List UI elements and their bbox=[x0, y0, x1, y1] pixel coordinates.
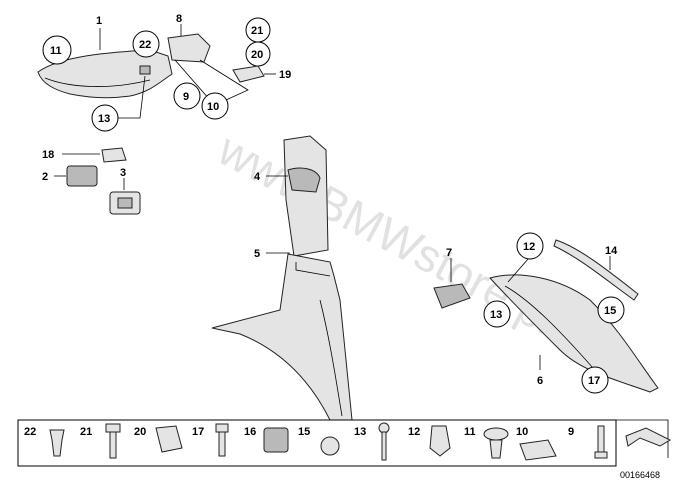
svg-text:13: 13 bbox=[354, 426, 366, 438]
svg-text:20: 20 bbox=[134, 426, 146, 438]
b-pillar-lower: 5 bbox=[211, 248, 353, 421]
direction-arrow-icon bbox=[625, 427, 672, 447]
svg-text:15: 15 bbox=[298, 426, 310, 438]
svg-text:10: 10 bbox=[516, 426, 528, 438]
callout-19: 19 bbox=[279, 69, 291, 81]
svg-text:13: 13 bbox=[490, 309, 502, 321]
callout-10: 10 bbox=[201, 92, 229, 120]
callout-20: 20 bbox=[245, 41, 271, 67]
svg-text:21: 21 bbox=[80, 426, 92, 438]
switch-3: 3 bbox=[109, 167, 141, 215]
callout-3: 3 bbox=[120, 167, 126, 179]
svg-text:12: 12 bbox=[523, 241, 535, 253]
strip-item-11: 11 bbox=[464, 426, 509, 459]
strip-item-21: 21 bbox=[80, 423, 121, 459]
watermark: www.BMWstore.pl bbox=[209, 122, 564, 344]
svg-text:12: 12 bbox=[408, 426, 420, 438]
clip-19: 19 bbox=[232, 65, 291, 83]
strip-item-16: 16 bbox=[244, 426, 289, 453]
b-pillar-upper: 4 bbox=[254, 135, 329, 257]
svg-text:1: 1 bbox=[96, 15, 102, 27]
callout-2: 2 bbox=[42, 171, 48, 183]
svg-text:15: 15 bbox=[604, 305, 616, 317]
svg-text:17: 17 bbox=[588, 375, 600, 387]
callout-5: 5 bbox=[254, 248, 260, 260]
callout-8: 8 bbox=[176, 13, 182, 25]
callout-9: 9 bbox=[173, 82, 201, 110]
svg-text:22: 22 bbox=[139, 39, 151, 51]
strip-item-20: 20 bbox=[134, 425, 183, 453]
callout-4: 4 bbox=[254, 171, 261, 183]
strip-item-15: 15 bbox=[298, 426, 340, 456]
svg-text:21: 21 bbox=[251, 25, 263, 37]
strip-item-22: 22 bbox=[24, 426, 65, 457]
callout-1: 1 bbox=[96, 15, 102, 27]
svg-text:10: 10 bbox=[207, 101, 219, 113]
callout-21: 21 bbox=[245, 17, 271, 43]
bracket-8 bbox=[167, 24, 249, 101]
callout-13: 13 bbox=[91, 75, 146, 132]
callout-13b: 13 bbox=[483, 300, 511, 328]
svg-text:22: 22 bbox=[24, 426, 36, 438]
grille-7: 7 bbox=[433, 247, 471, 309]
svg-text:20: 20 bbox=[251, 49, 263, 61]
svg-text:9: 9 bbox=[183, 91, 189, 103]
callout-17: 17 bbox=[581, 366, 609, 394]
strip-item-10: 10 bbox=[516, 426, 557, 461]
svg-text:11: 11 bbox=[464, 426, 476, 438]
callout-14: 14 bbox=[605, 245, 618, 257]
callout-7: 7 bbox=[446, 247, 452, 259]
callout-12: 12 bbox=[507, 232, 544, 283]
strip-item-12: 12 bbox=[408, 425, 451, 457]
svg-text:16: 16 bbox=[244, 426, 256, 438]
callout-22: 22 bbox=[132, 30, 160, 58]
svg-text:9: 9 bbox=[568, 426, 574, 438]
strip-item-17: 17 bbox=[192, 423, 229, 457]
svg-text:17: 17 bbox=[192, 426, 204, 438]
strip-item-9: 9 bbox=[568, 425, 608, 459]
svg-text:11: 11 bbox=[50, 45, 62, 57]
strip-item-13: 13 bbox=[354, 422, 390, 461]
diagram-code: 00166468 bbox=[620, 470, 660, 480]
callout-11: 11 bbox=[42, 35, 72, 65]
strip-14: 14 bbox=[553, 239, 639, 301]
svg-text:8: 8 bbox=[176, 13, 182, 25]
c-pillar-trim: 6 bbox=[489, 274, 659, 393]
clip-18: 18 bbox=[42, 147, 127, 163]
switch-2: 2 bbox=[42, 165, 98, 187]
callout-15: 15 bbox=[597, 296, 625, 324]
callout-6: 6 bbox=[537, 375, 543, 387]
a-pillar-trim bbox=[37, 28, 173, 99]
svg-text:13: 13 bbox=[98, 113, 110, 125]
callout-18: 18 bbox=[42, 149, 54, 161]
